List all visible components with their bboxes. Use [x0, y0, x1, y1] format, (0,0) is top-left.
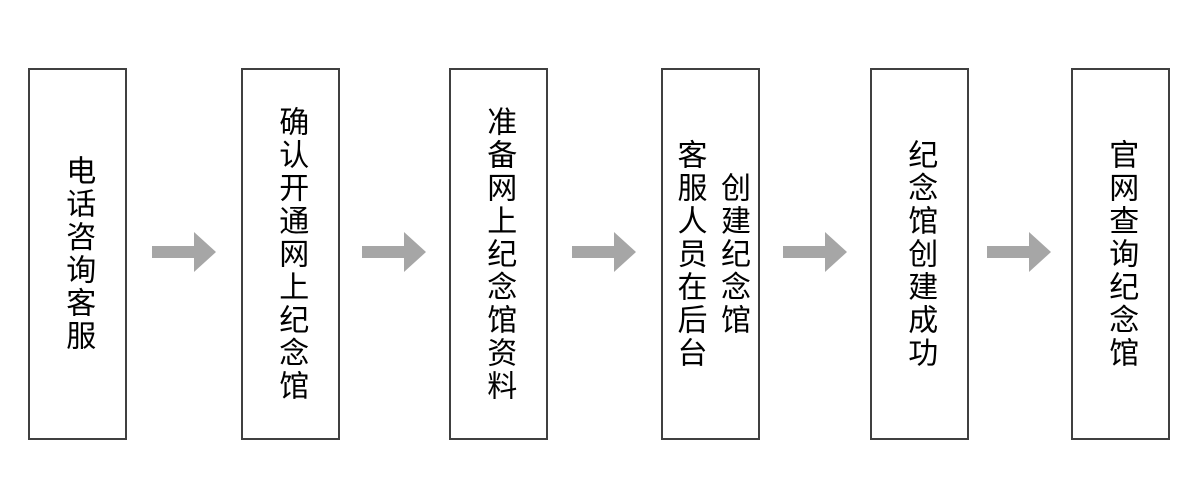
arrow-right-shape — [987, 232, 1051, 272]
flow-step-label: 准备网上纪念馆资料 — [482, 105, 516, 403]
arrow-right-icon — [152, 232, 216, 272]
flow-step-phone-consult: 电话咨询客服 — [28, 68, 127, 440]
flow-step-label: 电话咨询客服 — [61, 155, 95, 353]
arrow-right-icon — [987, 232, 1051, 272]
flow-step-prepare-materials: 准备网上纪念馆资料 — [449, 68, 548, 440]
arrow-right-shape — [572, 232, 636, 272]
flow-step-query-website: 官网查询纪念馆 — [1071, 68, 1170, 440]
arrow-right-icon — [783, 232, 847, 272]
arrow-right-shape — [152, 232, 216, 272]
flow-step-confirm-open: 确认开通网上纪念馆 — [241, 68, 340, 440]
arrow-right-shape — [783, 232, 847, 272]
arrow-right-shape — [362, 232, 426, 272]
flow-step-create-success: 纪念馆创建成功 — [870, 68, 969, 440]
arrow-right-icon — [362, 232, 426, 272]
flow-step-staff-create: 客服人员在后台 创建纪念馆 — [661, 68, 760, 440]
flow-step-label: 客服人员在后台 创建纪念馆 — [672, 138, 750, 370]
flow-step-label: 确认开通网上纪念馆 — [274, 105, 308, 403]
flow-step-label: 官网查询纪念馆 — [1104, 138, 1138, 370]
arrow-right-icon — [572, 232, 636, 272]
flow-step-label: 纪念馆创建成功 — [903, 138, 937, 370]
